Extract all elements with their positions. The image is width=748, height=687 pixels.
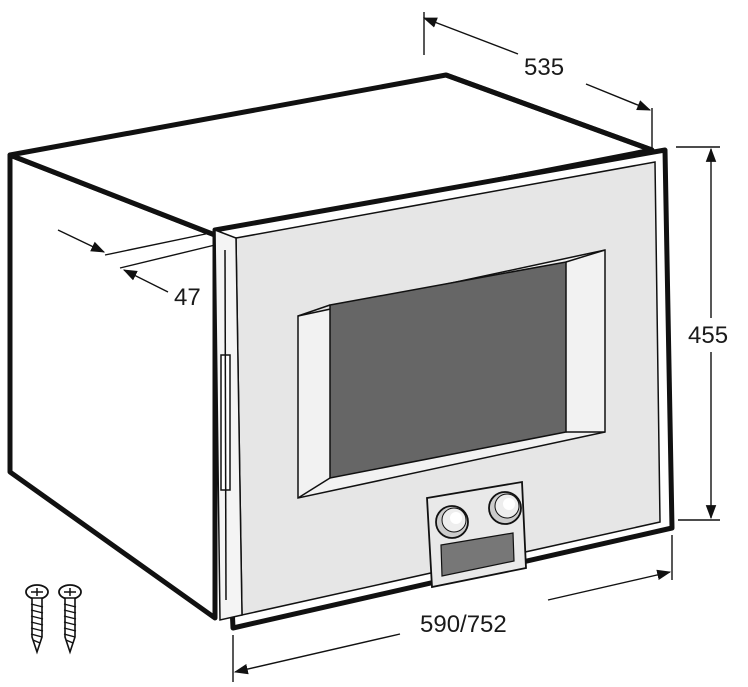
dimension-label-recess: 47 — [174, 284, 201, 311]
dimension-height: 455 — [676, 146, 728, 521]
dimension-recess: 47 — [57, 229, 216, 311]
dimension-label-height: 455 — [688, 322, 728, 349]
mounting-screws — [25, 584, 82, 655]
screw-icon — [58, 584, 82, 655]
oven-front — [212, 147, 675, 631]
dimension-label-width: 590/752 — [420, 611, 507, 638]
screw-icon — [25, 584, 49, 655]
control-panel — [426, 480, 527, 589]
knob-left — [435, 505, 469, 539]
control-display — [440, 532, 515, 577]
dimension-depth: 535 — [422, 12, 653, 148]
knob-right — [488, 491, 522, 525]
oven-housing — [7, 72, 655, 621]
dimension-label-depth: 535 — [524, 54, 564, 81]
dimension-width: 590/752 — [232, 535, 673, 682]
